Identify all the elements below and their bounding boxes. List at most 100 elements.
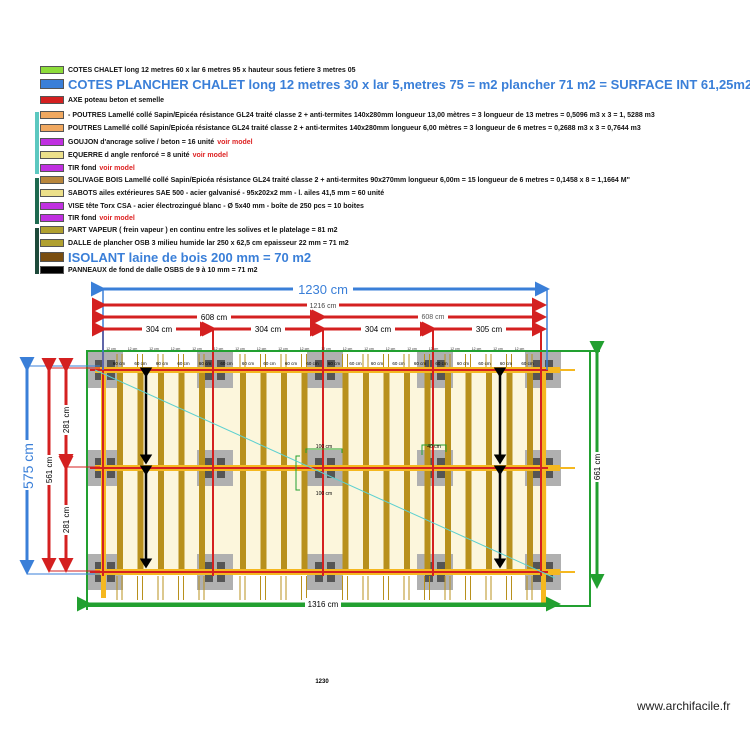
pier-anchor — [95, 562, 103, 570]
voir-model-link[interactable]: voir model — [99, 164, 135, 172]
pier-anchor — [437, 574, 445, 582]
legend-item: GOUJON d'ancrage solive / beton = 16 uni… — [40, 136, 253, 148]
voir-model-link[interactable]: voir model — [99, 214, 135, 222]
pier-anchor — [327, 372, 335, 380]
joist — [342, 372, 349, 572]
joist — [178, 372, 185, 572]
pier-anchor — [107, 372, 115, 380]
legend-text: DALLE de plancher OSB 3 milieu humide la… — [68, 239, 349, 247]
joist — [465, 372, 472, 572]
legend-swatch — [40, 214, 64, 222]
joist-spacing-label: 60 cm — [220, 361, 233, 366]
pier-anchor — [205, 574, 213, 582]
legend-group-bar — [35, 112, 39, 174]
pier-anchor — [533, 574, 541, 582]
diagonal-line — [94, 369, 556, 579]
watermark: www.archifacile.fr — [637, 699, 731, 713]
joist-gap-label: 12 cm — [364, 347, 374, 351]
legend-item: PART VAPEUR ( frein vapeur ) en continu … — [40, 224, 338, 236]
joist-gap-label: 12 cm — [128, 347, 138, 351]
legend-item: SABOTS ailes extérieures SAE 500 - acier… — [40, 187, 384, 199]
dim-1216-label: 1216 cm — [310, 303, 337, 310]
joist-gap-label: 12 cm — [278, 347, 288, 351]
pier-anchor — [205, 470, 213, 478]
pier-anchor — [533, 470, 541, 478]
joist — [158, 372, 164, 572]
pier-anchor — [217, 372, 225, 380]
legend-text: GOUJON d'ancrage solive / beton = 16 uni… — [68, 138, 215, 146]
pier-anchor — [107, 360, 115, 368]
pier-anchor — [545, 562, 553, 570]
dim-305: 305 cm — [476, 325, 503, 334]
joist-gap-label: 12 cm — [106, 347, 116, 351]
legend-swatch — [40, 79, 64, 89]
dim-304: 304 cm — [146, 325, 173, 334]
joist-gap-label: 12 cm — [515, 347, 525, 351]
legend-item: PANNEAUX de fond de dalle OSBS de 9 à 10… — [40, 264, 258, 276]
joist-spacing-label: 60 cm — [306, 361, 319, 366]
pier-anchor — [95, 574, 103, 582]
joist — [506, 372, 513, 572]
joist — [486, 372, 492, 572]
pier-anchor — [437, 562, 445, 570]
pier-anchor — [205, 360, 213, 368]
legend-text: AXE poteau beton et semelle — [68, 96, 165, 104]
pier-anchor — [315, 360, 323, 368]
dim-total-red: 1216 cm — [92, 297, 547, 313]
joist-spacing-label: 60 cm — [500, 361, 513, 366]
pier-size-label: 100 cm — [316, 444, 332, 450]
joist-gap-label: 12 cm — [149, 347, 159, 351]
joist-spacing-label: 60 cm — [263, 361, 276, 366]
joist-spacing-label: 60 cm — [242, 361, 255, 366]
joist — [260, 372, 267, 572]
dim-halves: 608 cm 608 cm — [92, 309, 547, 325]
dim-304: 304 cm — [255, 325, 282, 334]
pier-size-label: 40 cm — [427, 444, 441, 450]
legend-item: COTES PLANCHER CHALET long 12 metres 30 … — [40, 76, 750, 92]
pier-anchor — [327, 574, 335, 582]
dim-608-right: 608 cm — [422, 314, 445, 321]
dim-outer-width: 1316 cm — [77, 596, 561, 612]
legend-swatch — [40, 189, 64, 197]
joist — [445, 372, 451, 572]
dim-281-label: 281 cm — [62, 507, 71, 534]
legend-item: POUTRES Lamellé collé Sapin/Epicéa résis… — [40, 122, 641, 134]
joist — [404, 372, 410, 572]
legend-item: TIR fond voir model — [40, 162, 135, 174]
joist-spacing-label: 60 cm — [156, 361, 169, 366]
voir-model-link[interactable]: voir model — [192, 151, 228, 159]
pier-anchor — [533, 372, 541, 380]
voir-model-link[interactable]: voir model — [217, 138, 253, 146]
legend-text: VISE tête Torx CSA - acier électrozingué… — [68, 202, 364, 210]
pier-anchor — [545, 372, 553, 380]
pier-anchor — [545, 458, 553, 466]
joist-spacing-label: 60 cm — [285, 361, 298, 366]
legend-swatch — [40, 96, 64, 104]
pier-anchor — [315, 562, 323, 570]
joist-spacing-label: 60 cm — [521, 361, 534, 366]
pier-anchor — [107, 458, 115, 466]
joist-gap-label: 12 cm — [235, 347, 245, 351]
legend-text: TIR fond — [68, 164, 97, 172]
dim-quarters: 304 cm 304 cm 304 cm 305 cm — [92, 321, 547, 337]
legend-item: COTES CHALET long 12 metres 60 x lar 6 m… — [40, 64, 356, 76]
bottom-label: 1230 — [315, 679, 329, 685]
joist-spacing-label: 60 cm — [113, 361, 126, 366]
legend-swatch — [40, 66, 64, 74]
pier-anchor — [217, 360, 225, 368]
legend-text: EQUERRE d angle renforcé = 8 unité — [68, 151, 190, 159]
joist — [301, 372, 308, 572]
joist-spacing-label: 60 cm — [392, 361, 405, 366]
pier-anchor — [107, 574, 115, 582]
legend-text: COTES CHALET long 12 metres 60 x lar 6 m… — [68, 66, 356, 74]
pier-anchor — [437, 360, 445, 368]
pier-anchor — [437, 458, 445, 466]
legend-text: COTES PLANCHER CHALET long 12 metres 30 … — [68, 76, 750, 92]
pier-anchor — [107, 562, 115, 570]
edge-beam — [541, 368, 546, 606]
pier-size-label: 100 cm — [316, 491, 332, 497]
legend-item: TIR fond voir model — [40, 212, 135, 224]
pier-anchor — [327, 562, 335, 570]
